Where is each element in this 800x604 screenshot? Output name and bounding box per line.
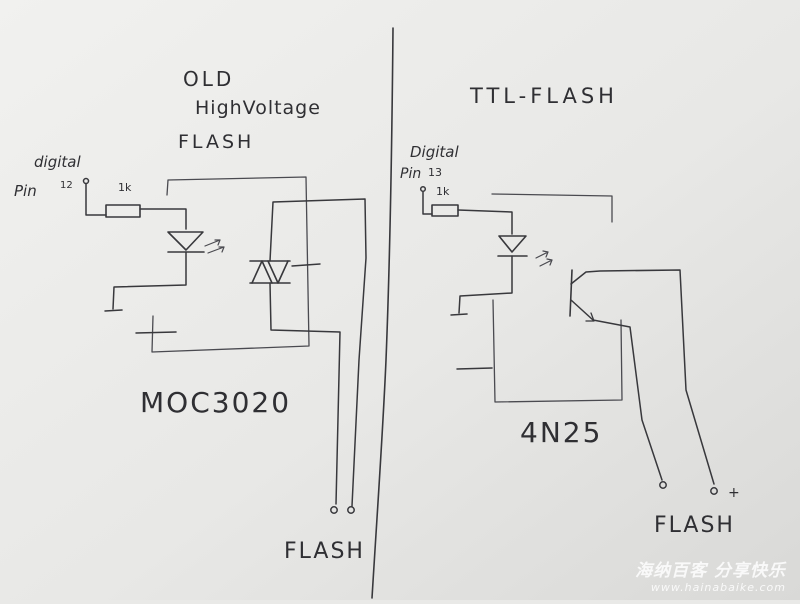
watermark-text: 海纳百客 分享快乐 xyxy=(635,556,786,581)
left-input-label-line1: digital xyxy=(34,153,81,171)
right-input-label-line1: Digital xyxy=(410,143,459,161)
left-title-line2: HighVoltage xyxy=(195,97,321,119)
right-output-label: FLASH xyxy=(654,513,735,538)
left-resistor-label: 1k xyxy=(118,181,132,194)
watermark-url: www.hainabaike.com xyxy=(635,581,786,594)
left-chip-label: MOC3020 xyxy=(140,386,291,419)
right-input-label-line2: Pin xyxy=(400,166,421,182)
left-title-line3: FLASH xyxy=(178,131,254,153)
left-pin-stub xyxy=(136,332,176,333)
right-pin-number: 13 xyxy=(428,166,442,179)
left-title-line1: OLD xyxy=(183,67,234,91)
right-ground-tick xyxy=(451,314,467,315)
left-pin-number: 12 xyxy=(60,180,73,191)
right-plus-sign: + xyxy=(728,485,740,501)
right-chip-label: 4N25 xyxy=(520,416,602,449)
left-input-label-line2: Pin xyxy=(14,182,37,200)
watermark: 海纳百客 分享快乐 www.hainabaike.com xyxy=(635,556,786,594)
left-ground-tick xyxy=(105,310,122,311)
right-title: TTL-FLASH xyxy=(469,84,618,108)
left-output-label: FLASH xyxy=(284,539,365,564)
right-pin-stub xyxy=(457,368,492,369)
right-resistor-label: 1k xyxy=(436,185,450,198)
